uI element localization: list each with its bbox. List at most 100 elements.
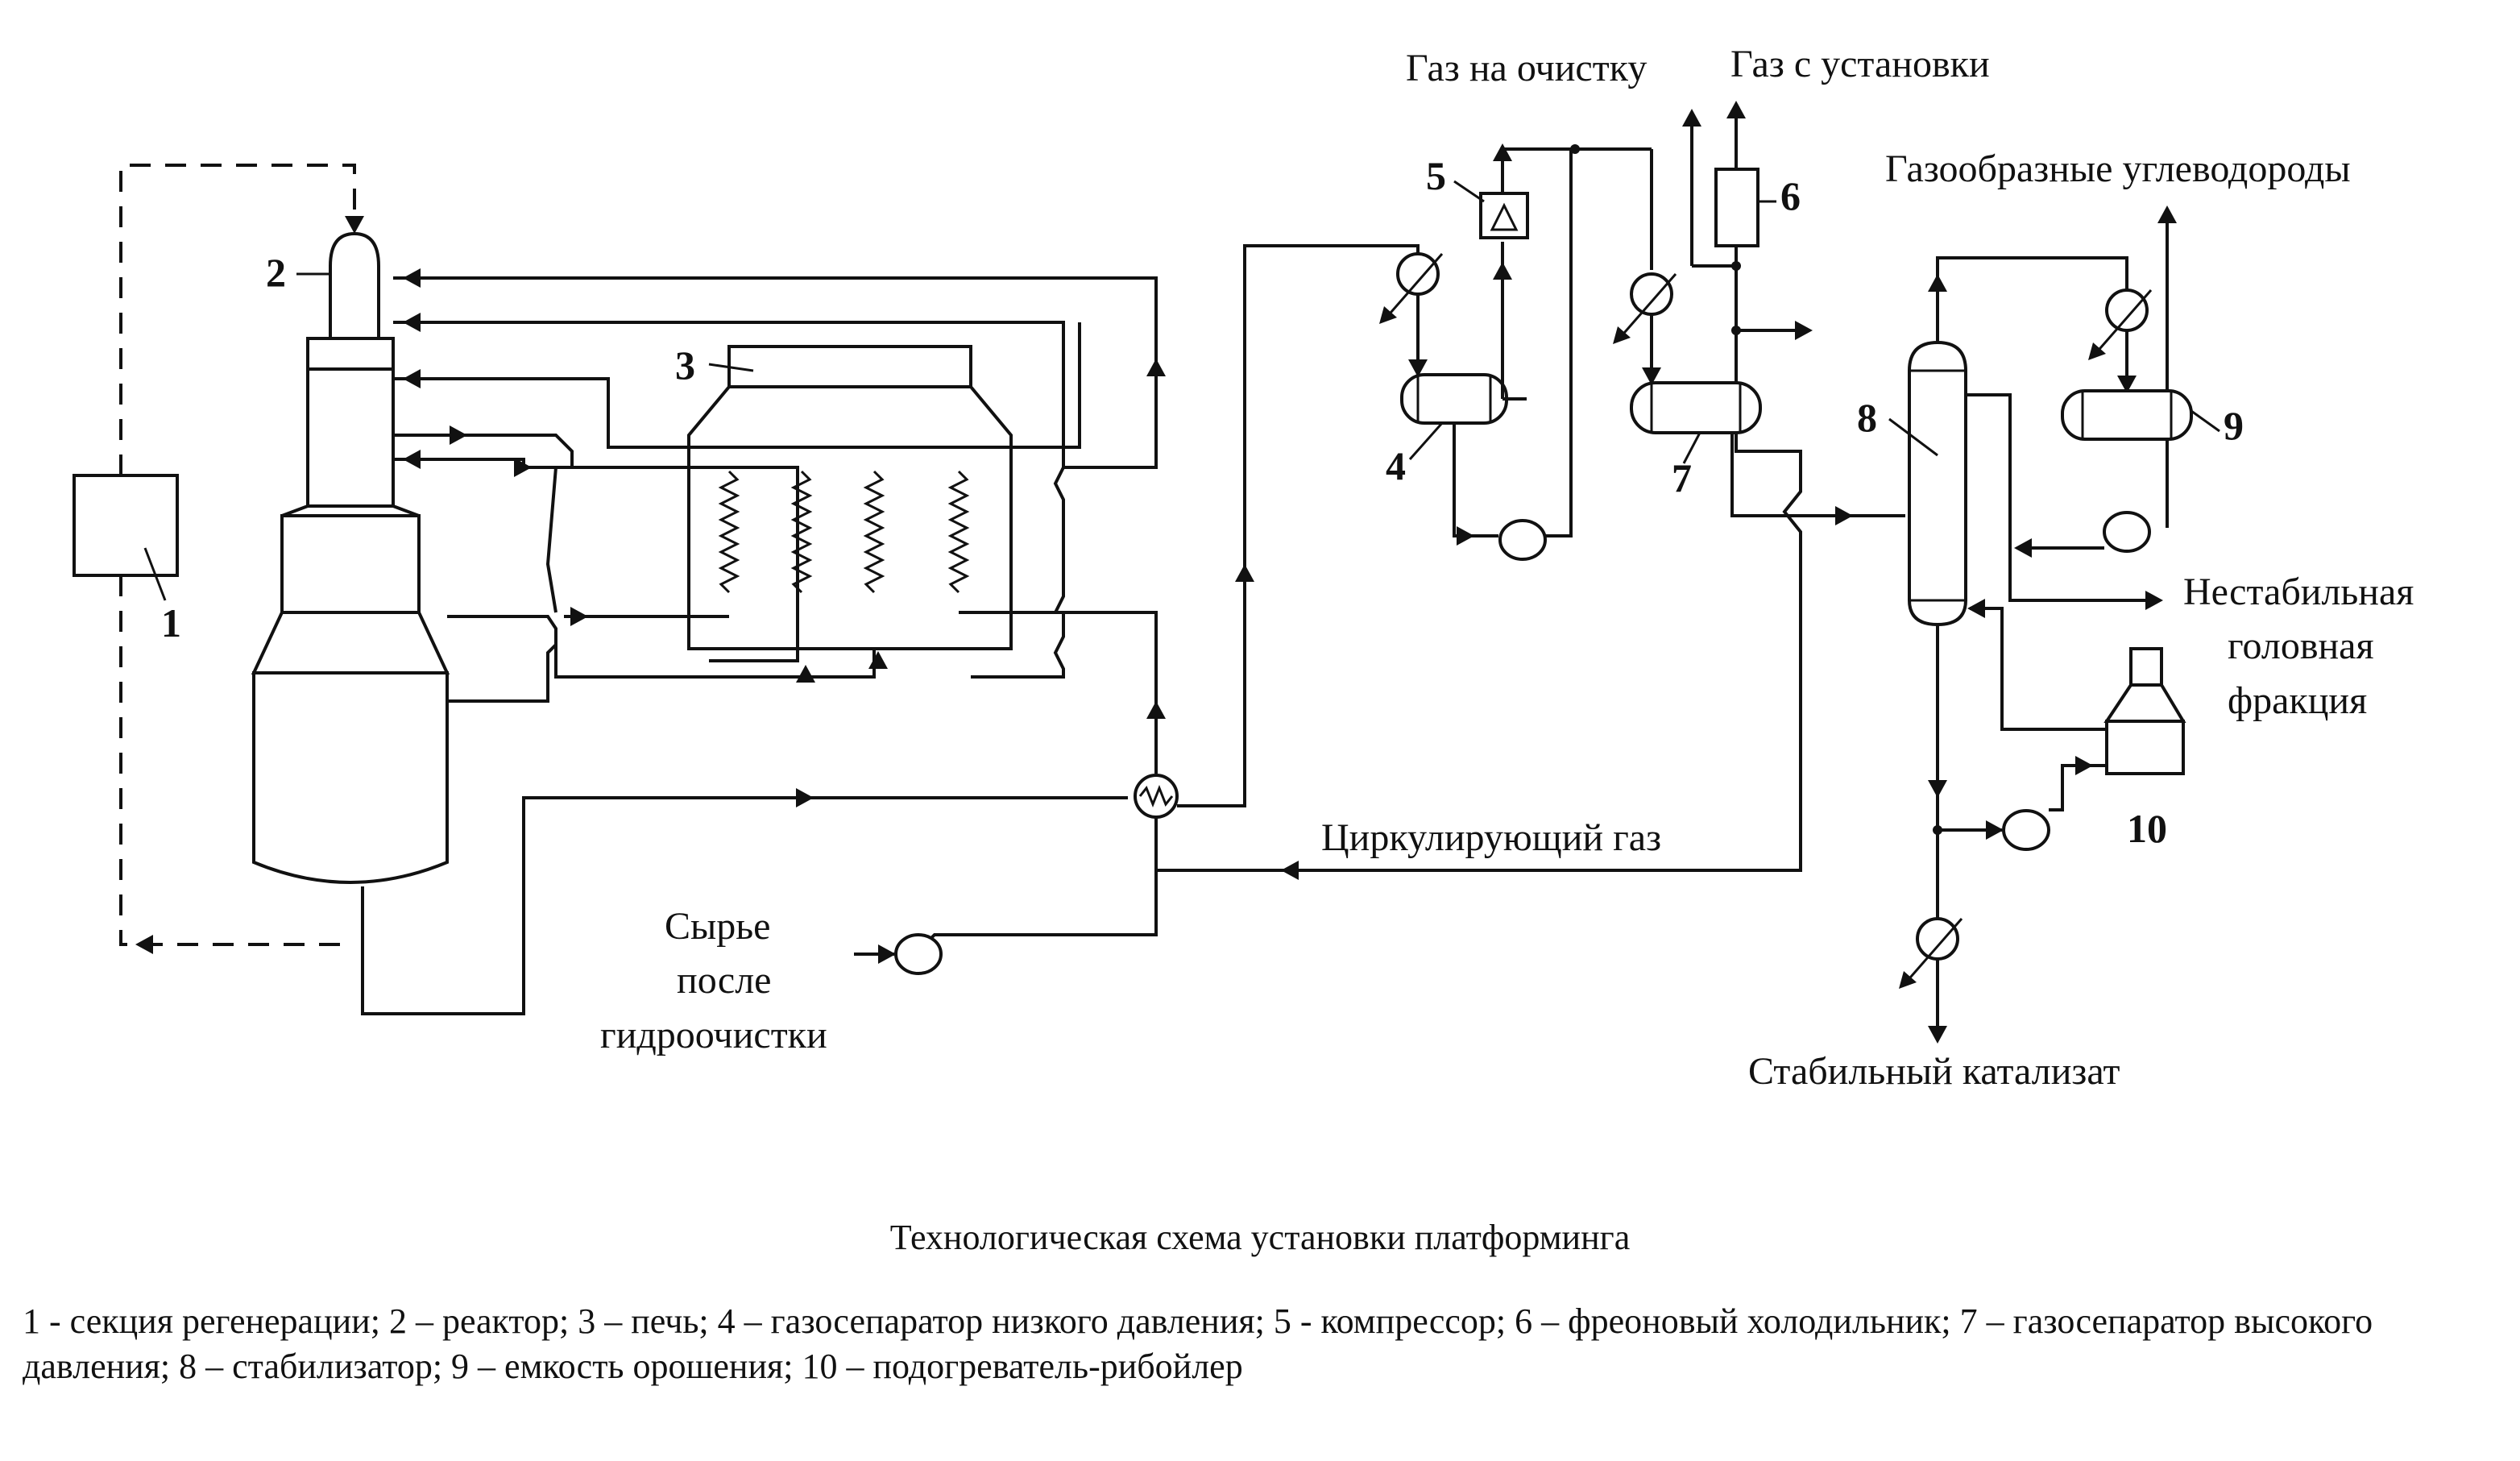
arrowhead bbox=[514, 458, 532, 477]
arrowhead bbox=[1493, 262, 1512, 280]
feed-label-2: после bbox=[677, 959, 771, 1002]
arrowhead bbox=[1146, 359, 1166, 376]
leader-line-9 bbox=[2190, 409, 2220, 433]
arrowhead bbox=[1493, 143, 1512, 161]
arrowhead bbox=[1408, 359, 1428, 377]
number-6: 6 bbox=[1780, 173, 1801, 218]
arrowhead bbox=[1928, 780, 1947, 798]
heat-exchanger-symbol bbox=[1138, 784, 1174, 808]
reboiler bbox=[2105, 720, 2185, 775]
compressor bbox=[1479, 192, 1529, 239]
number-9: 9 bbox=[2224, 403, 2244, 448]
stabilizer-bands bbox=[1909, 369, 1966, 602]
arrowhead bbox=[1899, 971, 1917, 989]
leader-line-4 bbox=[1408, 422, 1444, 460]
unstable-head-label-2: головная bbox=[2228, 625, 2374, 667]
number-3: 3 bbox=[675, 342, 695, 388]
pipe-stabilizer-top bbox=[1936, 256, 2128, 342]
feed-label-3: гидроочистки bbox=[600, 1014, 827, 1056]
gas-from-unit-label: Газ с установки bbox=[1730, 43, 1990, 85]
air-cooler-4 bbox=[1396, 252, 1440, 296]
circulating-gas-label: Циркулирующий газ bbox=[1321, 816, 1661, 859]
arrowhead bbox=[135, 935, 153, 954]
coil-4 bbox=[947, 470, 970, 594]
arrowhead bbox=[1795, 321, 1813, 340]
air-cooler-7 bbox=[1630, 272, 1674, 316]
number-7: 7 bbox=[1672, 455, 1692, 500]
diagram-title: Технологическая схема установки платформ… bbox=[889, 1218, 1631, 1257]
pipe-7-bottom bbox=[1730, 433, 1801, 517]
arrowhead bbox=[868, 651, 888, 669]
unstable-head-label-3: фракция bbox=[2228, 679, 2367, 722]
reboiler-stack bbox=[2129, 647, 2163, 687]
reflux-pump bbox=[2103, 511, 2151, 553]
compressor-symbol bbox=[1490, 202, 1519, 231]
pipe-reactor-furnace bbox=[1053, 467, 1065, 613]
catalyst-dashed-return bbox=[119, 575, 354, 946]
arrowhead bbox=[2088, 342, 2106, 360]
reactor bbox=[251, 231, 450, 884]
arrowhead bbox=[1379, 306, 1397, 324]
air-cooler-9-diagonal bbox=[2093, 289, 2153, 355]
air-cooler-9 bbox=[2105, 288, 2149, 332]
arrowhead bbox=[403, 313, 421, 332]
leader-line-1 bbox=[143, 547, 167, 601]
number-8: 8 bbox=[1857, 395, 1877, 440]
arrowhead bbox=[403, 369, 421, 388]
reflux-drum-caps bbox=[2081, 391, 2173, 439]
air-cooler-bottom bbox=[1916, 917, 1960, 961]
arrowhead bbox=[1928, 274, 1947, 292]
junction-dot bbox=[1570, 144, 1580, 154]
arrowhead bbox=[450, 425, 467, 445]
pipe-reactor-furnace bbox=[393, 458, 729, 469]
leader-line-5 bbox=[1453, 180, 1485, 203]
pipe-exchanger bbox=[1063, 611, 1158, 774]
catalyst-dashed-loop bbox=[119, 164, 356, 475]
reflux-drum bbox=[2061, 389, 2193, 441]
pipe-reboiler-return bbox=[1970, 607, 2107, 731]
arrowhead bbox=[1146, 701, 1166, 719]
arrowhead bbox=[2157, 205, 2177, 223]
unstable-head-label-1: Нестабильная bbox=[2183, 571, 2414, 613]
feed-label-1: Сырье bbox=[665, 905, 770, 948]
arrowhead bbox=[796, 665, 815, 683]
pipe-reactor-furnace bbox=[393, 322, 1081, 449]
bottom-pump bbox=[2002, 809, 2050, 851]
coil-3 bbox=[863, 470, 885, 594]
pipe-unstable-head bbox=[1966, 393, 2151, 602]
arrowhead bbox=[2014, 538, 2032, 558]
arrowhead bbox=[878, 944, 896, 964]
freon-cooler bbox=[1714, 168, 1759, 247]
arrowhead bbox=[1835, 506, 1853, 525]
arrowhead bbox=[1235, 564, 1254, 582]
pipe-separator-4-bottom bbox=[1453, 423, 1498, 537]
arrowhead bbox=[403, 268, 421, 288]
arrowhead bbox=[2075, 756, 2093, 775]
number-4: 4 bbox=[1386, 443, 1406, 488]
air-cooler-7-diagonal bbox=[1618, 273, 1677, 339]
leader-line-8 bbox=[1888, 417, 1938, 457]
gaseous-hydrocarbons-label: Газообразные углеводороды bbox=[1885, 147, 2351, 190]
coil-1 bbox=[718, 470, 740, 594]
arrowhead bbox=[1682, 109, 1701, 127]
stabilizer bbox=[1908, 340, 1967, 627]
reactor-outlet-line bbox=[361, 796, 1128, 1015]
air-cooler-4-diagonal bbox=[1384, 253, 1444, 319]
arrowhead bbox=[570, 607, 588, 626]
gas-to-cleaning-label: Газ на очистку bbox=[1406, 47, 1647, 89]
separator-4-caps bbox=[1416, 375, 1492, 423]
number-2: 2 bbox=[266, 250, 286, 295]
number-1: 1 bbox=[161, 600, 181, 645]
arrowhead bbox=[1281, 861, 1299, 880]
arrowhead bbox=[1967, 599, 1985, 618]
pipe-reactor-furnace bbox=[545, 467, 557, 613]
separator-7-caps bbox=[1650, 383, 1742, 433]
pipe-stabilizer-bottom bbox=[1936, 625, 2002, 832]
reboiler-hood bbox=[2103, 683, 2186, 723]
arrowhead bbox=[1613, 326, 1631, 344]
arrowhead bbox=[1457, 526, 1474, 546]
diagram-legend: 1 - секция регенерации; 2 – реактор; 3 –… bbox=[23, 1301, 2373, 1386]
pipe-separator-4-top bbox=[1501, 242, 1527, 401]
separator-high-pressure bbox=[1630, 381, 1762, 434]
pump-4 bbox=[1498, 519, 1547, 561]
